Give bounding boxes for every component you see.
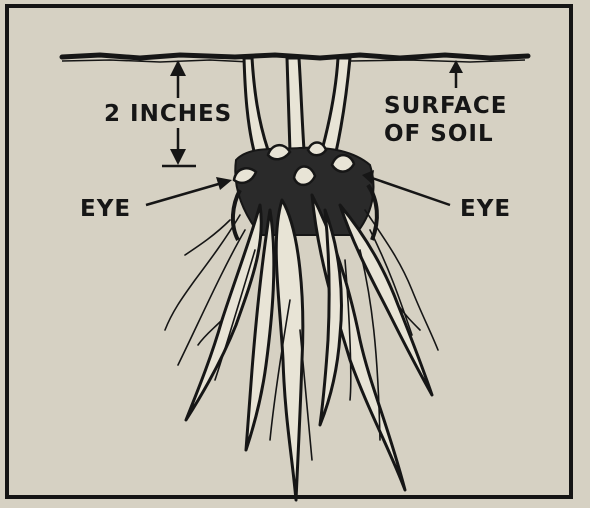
eye-bud-center <box>294 166 315 184</box>
stems <box>244 58 350 155</box>
eye-label-right: EYE <box>460 196 511 222</box>
surface-label-line1: SURFACE <box>384 93 507 119</box>
eye-label-left: EYE <box>80 196 131 222</box>
surface-label-line2: OF SOIL <box>384 121 494 147</box>
depth-label: 2 INCHES <box>104 101 232 127</box>
eye-arrow-left <box>146 177 232 205</box>
surface-pointer <box>449 60 463 88</box>
